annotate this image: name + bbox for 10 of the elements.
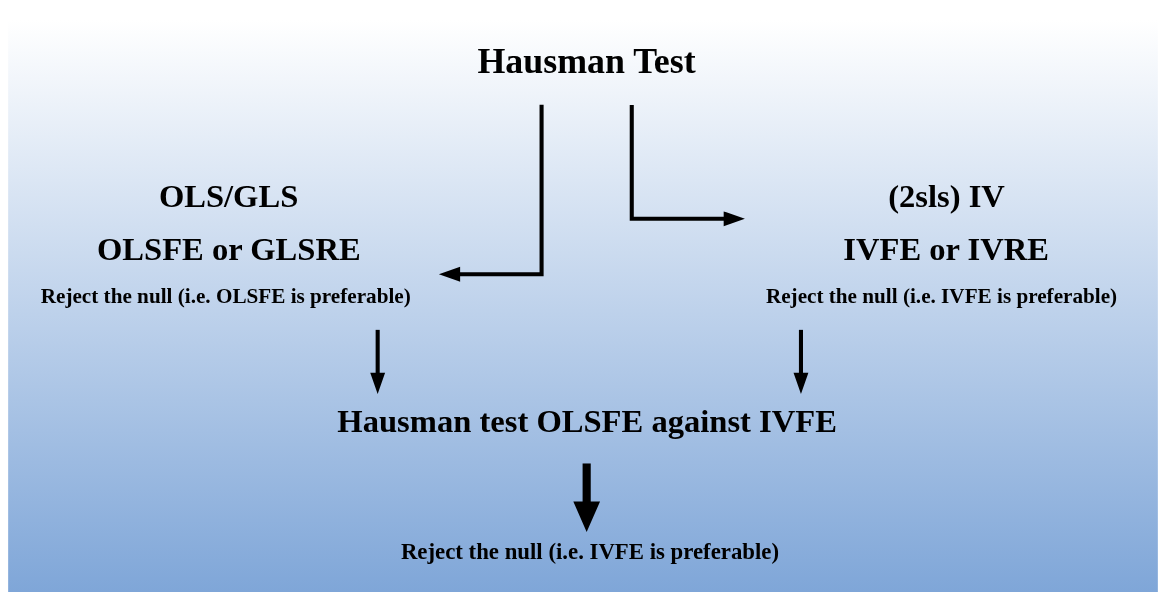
node-text: Reject the null (i.e. IVFE is preferable) (400, 538, 780, 564)
node-text: Hausman test OLSFE against IVFE (337, 402, 837, 439)
arrow (573, 462, 601, 532)
node-text: (2sls) IV IVFE or IVRE Reject the null (i.e. IVFE is preferable) (765, 177, 1118, 308)
arrow (629, 104, 745, 226)
node-text: OLS/GLS OLSFE or GLSRE Reject the null (i.e. OLSFE is preferable) (40, 177, 411, 308)
arrow (370, 329, 386, 394)
arrow (793, 329, 809, 394)
node-text: Hausman Test (477, 40, 696, 81)
arrow (438, 104, 544, 282)
